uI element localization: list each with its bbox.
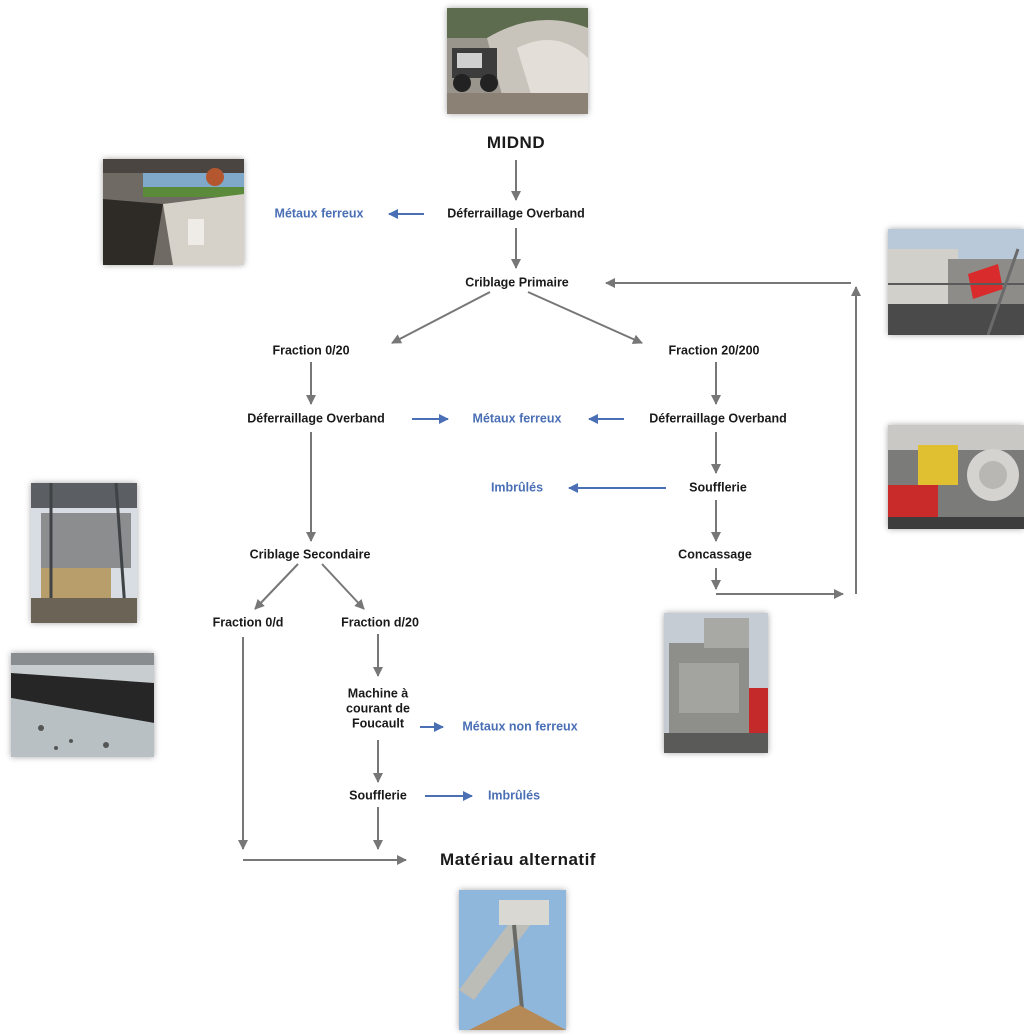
arrow-criblage-sec-to-d20 — [321, 563, 365, 610]
stacker-conveyor-photo — [459, 890, 566, 1030]
node-soufflerie-2: Soufflerie — [349, 788, 407, 803]
node-fraction-0-20: Fraction 0/20 — [272, 343, 350, 358]
node-deferraillage-overband-left: Déferraillage Overband — [247, 411, 385, 426]
arrow-criblage-to-fraction-0-20 — [391, 291, 491, 344]
node-imbrules-1: Imbrûlés — [490, 480, 544, 495]
node-concassage: Concassage — [678, 547, 752, 562]
node-deferraillage-overband-1: Déferraillage Overband — [447, 206, 585, 221]
node-midnd: MIDND — [486, 132, 546, 152]
node-fraction-0-d: Fraction 0/d — [212, 615, 284, 630]
arrow-criblage-sec-to-0d — [254, 563, 299, 610]
node-fraction-20-200: Fraction 20/200 — [668, 343, 760, 358]
secondary-screen-photo — [31, 483, 137, 623]
node-metaux-ferreux-1: Métaux ferreux — [274, 206, 364, 221]
node-criblage-primaire: Criblage Primaire — [465, 275, 569, 290]
screening-plant-photo — [888, 229, 1024, 335]
node-fraction-d-20: Fraction d/20 — [341, 615, 419, 630]
node-soufflerie-1: Soufflerie — [689, 480, 747, 495]
node-machine-foucault: Machine à courant de Foucault — [346, 686, 410, 731]
crusher-photo — [664, 613, 768, 753]
node-criblage-secondaire: Criblage Secondaire — [249, 547, 371, 562]
loader-photo — [447, 8, 588, 114]
blower-machine-photo — [888, 425, 1024, 529]
node-materiau-alternatif: Matériau alternatif — [440, 849, 596, 869]
overband-magnet-photo — [103, 159, 244, 265]
node-metaux-ferreux-2: Métaux ferreux — [472, 411, 562, 426]
arrow-criblage-to-fraction-20-200 — [527, 291, 643, 344]
node-deferraillage-overband-right: Déferraillage Overband — [649, 411, 787, 426]
conveyor-belt-photo — [11, 653, 154, 757]
node-imbrules-2: Imbrûlés — [487, 788, 541, 803]
node-metaux-non-ferreux: Métaux non ferreux — [462, 719, 578, 734]
